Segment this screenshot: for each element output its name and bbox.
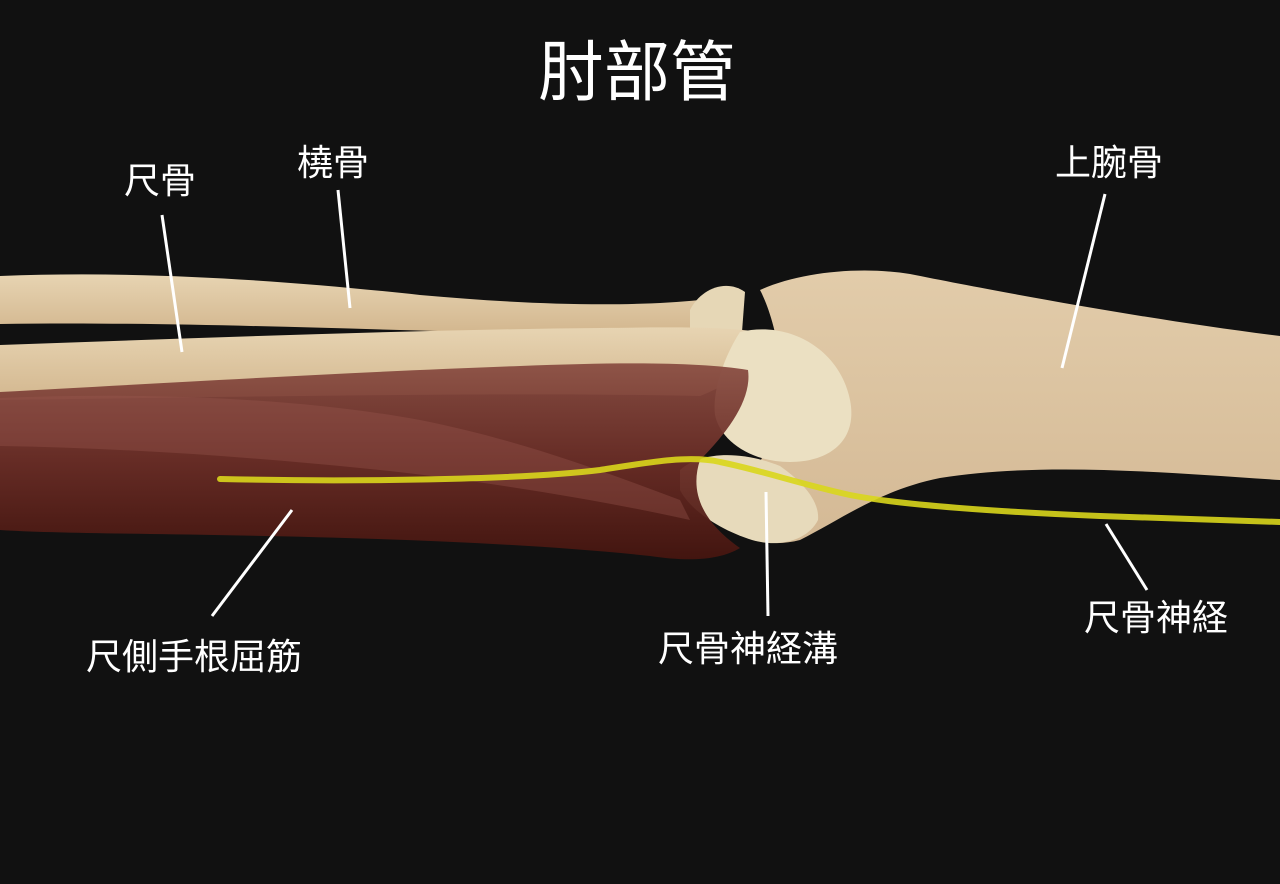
diagram-title: 肘部管: [538, 34, 736, 111]
humerus-bone: [720, 270, 1280, 544]
ulnar-nerve: [217, 456, 1280, 525]
ulnar-nerve-leader-line: [1104, 523, 1149, 591]
radius-leader-line: [336, 189, 352, 309]
fcu-muscle: [0, 363, 749, 560]
radial-head: [690, 285, 745, 332]
ulna-leader-line: [160, 214, 184, 353]
label-ulnar-nerve: 尺骨神経: [1084, 598, 1229, 639]
fcu-leader-line: [210, 509, 294, 617]
label-ulna: 尺骨: [124, 161, 197, 202]
fcu-muscle-highlight: [0, 395, 690, 520]
humerus-leader-line: [1060, 193, 1107, 369]
label-radius: 橈骨: [297, 143, 370, 184]
cubital-groove-leader-line: [764, 491, 770, 617]
label-humerus: 上腕骨: [1055, 143, 1164, 184]
label-fcu: 尺側手根屈筋: [86, 637, 303, 678]
label-cubital-groove: 尺骨神経溝: [658, 629, 839, 670]
radius-bone: [0, 274, 740, 333]
olecranon: [714, 329, 852, 462]
